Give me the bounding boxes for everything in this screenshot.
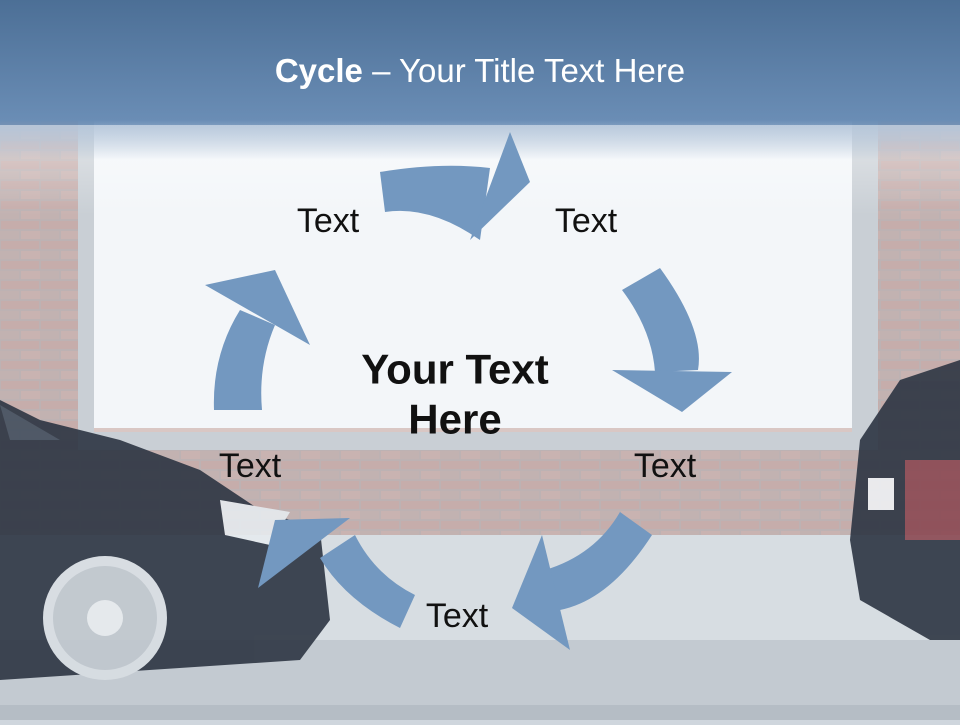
cycle-arrow-1-head — [470, 132, 530, 240]
cycle-label-right: Text — [633, 447, 697, 485]
cycle-arrow-4 — [320, 535, 415, 628]
center-text: Your Text Here — [325, 345, 585, 446]
cycle-arrow-2-head — [612, 370, 732, 412]
cycle-arrow-1 — [380, 165, 490, 240]
center-text-line2: Here — [408, 396, 502, 443]
slide-title: Cycle – Your Title Text Here — [0, 52, 960, 90]
cycle-label-left: Text — [218, 447, 282, 485]
cycle-label-bottom: Text — [425, 597, 489, 635]
center-text-line1: Your Text — [361, 345, 549, 393]
car-right — [850, 360, 960, 640]
title-bold: Cycle — [274, 52, 363, 89]
title-rest: – Your Title Text Here — [362, 52, 686, 89]
cycle-label-top-left: Text — [296, 202, 360, 240]
cycle-arrow-4-head — [258, 518, 350, 588]
cycle-arrow-3-head — [512, 535, 570, 650]
cycle-arrow-3 — [545, 512, 652, 610]
cycle-label-top-right: Text — [554, 202, 618, 240]
car-left — [0, 400, 330, 680]
cycle-arrow-5 — [213, 310, 275, 410]
cycle-arrow-5-head — [205, 270, 310, 345]
cycle-arrow-2 — [622, 268, 699, 372]
